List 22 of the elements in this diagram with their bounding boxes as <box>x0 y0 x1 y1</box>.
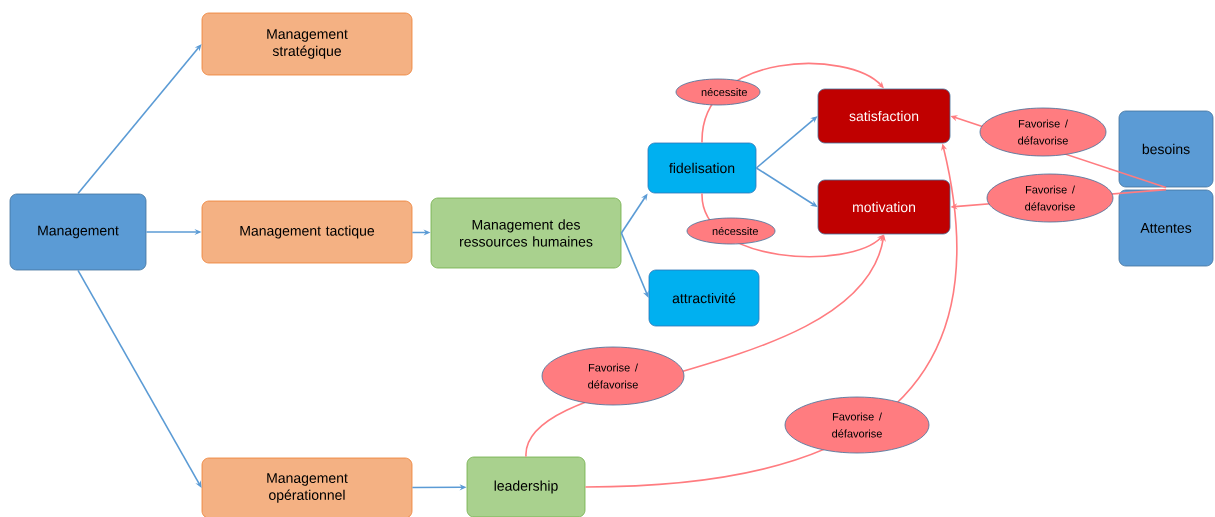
process-box: motivation <box>817 179 951 235</box>
edge-label: Favorise / défavorise <box>541 346 685 406</box>
process-box: Management tactique <box>201 200 413 264</box>
arrow <box>77 269 202 488</box>
process-box: Attentes <box>1118 189 1214 267</box>
arrow <box>620 232 649 298</box>
edge-label: Favorise / défavorise <box>979 107 1107 157</box>
edge-label: nécessite <box>675 78 761 106</box>
edge-label: Favorise / défavorise <box>784 396 930 454</box>
arrow <box>755 116 818 169</box>
process-box: Management stratégique <box>201 12 413 76</box>
edge-label: Favorise / défavorise <box>986 173 1114 223</box>
process-box: satisfaction <box>817 88 951 144</box>
process-box: Management des ressources humaines <box>430 197 622 269</box>
process-box: besoins <box>1118 110 1214 188</box>
process-box: fidelisation <box>647 142 757 194</box>
arrow <box>77 44 202 195</box>
process-box: Management <box>9 193 147 271</box>
process-box: leadership <box>466 456 586 517</box>
edge-label: nécessite <box>686 217 776 245</box>
process-box: Management opérationnel <box>201 457 413 517</box>
process-box: attractivité <box>648 269 760 327</box>
